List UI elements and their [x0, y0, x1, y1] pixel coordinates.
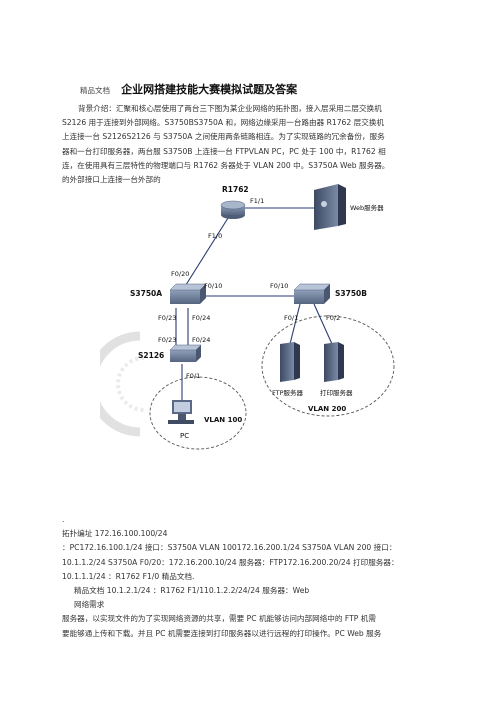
router-label: R1762 — [222, 185, 249, 194]
text-line: 服务器，以实现文件的为了实现网络资源的共享，需要 PC 机能够访问内部网络中的 … — [62, 614, 376, 624]
text-line: 拓扑编址 172.16.100.100/24 — [62, 529, 168, 539]
intro-line: 器和一台打印服务器，两台服 S3750B 上连接一台 FTPVLAN PC，PC… — [62, 146, 386, 156]
port-label: F0/1 — [284, 314, 298, 322]
switch-icon — [293, 283, 331, 304]
text-line: . — [62, 515, 65, 524]
header-prefix: 精品文档 — [80, 86, 110, 95]
intro-line: 背景介绍：汇聚和核心层使用了两台三下图为某企业网络的拓扑图，接入层采用二层交换机 — [78, 104, 382, 113]
vlan200-ellipse — [261, 315, 395, 417]
print-server-label: 打印服务器 — [320, 388, 353, 397]
port-label: F0/24 — [192, 314, 210, 322]
web-server-label: Web服务器 — [350, 203, 384, 212]
port-label: F0/23 — [158, 314, 176, 322]
link-s3750b-print — [313, 303, 333, 345]
vlan100-ellipse — [149, 376, 247, 450]
s3750b-label: S3750B — [335, 289, 367, 298]
decorative-arc — [100, 331, 141, 437]
pc-icon — [168, 400, 194, 424]
vlan200-label: VLAN 200 — [308, 405, 346, 413]
server-icon — [280, 342, 300, 382]
intro-line: 连，在使用具有三层特性的物理端口与 R1762 务器处于 VLAN 200 中。… — [62, 160, 390, 170]
pc-label: PC — [180, 432, 189, 440]
s2126-label: S2126 — [138, 351, 164, 360]
server-icon — [314, 184, 346, 230]
text-line: 10.1.1.1/24 ：R1762 F1/0 精品文档. — [62, 571, 195, 581]
port-label: F1/0 — [208, 232, 222, 240]
text-line: 10.1.1.2/24 S3750A F0/20：172.16.200.10/2… — [62, 557, 399, 567]
server-icon — [324, 342, 344, 382]
port-label: F0/24 — [192, 336, 210, 344]
port-label: F0/1 — [186, 372, 200, 380]
links — [175, 207, 333, 400]
intro-line: 的外部接口上连接一台外部的 — [62, 175, 161, 185]
port-label: F0/10 — [204, 282, 222, 290]
link-router-s3750a — [183, 217, 229, 289]
intro-paragraph: 背景介绍：汇聚和核心层使用了两台三下图为某企业网络的拓扑图，接入层采用二层交换机… — [62, 102, 442, 187]
vlan100-label: VLAN 100 — [204, 416, 242, 424]
document-header: 精品文档 企业网搭建技能大赛模拟试题及答案 — [80, 78, 297, 97]
section-heading: 网络需求 — [74, 600, 105, 610]
body-text: . 拓扑编址 172.16.100.100/24 ：PC172.16.100.1… — [62, 513, 442, 641]
ftp-server-label: FTP服务器 — [272, 388, 304, 397]
port-label: F0/10 — [270, 282, 288, 290]
port-label: F0/23 — [158, 336, 176, 344]
port-label: F0/20 — [171, 270, 189, 278]
text-line: 精品文档 10.1.2.1/24 ：R1762 F1/110.1.2.2/24/… — [74, 586, 310, 596]
text-line: ：PC172.16.100.1/24 接口：S3750A VLAN 100172… — [62, 543, 397, 553]
intro-line: 上连接一台 S2126S2126 与 S3750A 之间使用两条链路相连。为了实… — [62, 132, 385, 142]
text-line: 要能够通上传和下载。并且 PC 机需要连接到打印服务器以进行远程的打印操作。PC… — [62, 628, 382, 638]
switch-icon — [169, 344, 202, 362]
switch-icon — [169, 283, 207, 304]
router-icon — [220, 200, 246, 219]
document-title: 企业网搭建技能大赛模拟试题及答案 — [121, 83, 298, 96]
decorative-arc-inner — [116, 356, 145, 412]
s3750a-label: S3750A — [130, 289, 162, 298]
network-topology-diagram: R1762 F1/1 F1/0 Web服务器 S3750A F0/20 F0/1… — [100, 184, 395, 450]
port-label: F1/1 — [250, 197, 264, 205]
port-label: F0/2 — [326, 314, 340, 322]
link-s3750b-ftp — [289, 303, 301, 345]
intro-line: S2126 用于连接到外部网络。S3750BS3750A 和，网络边缘采用一台路… — [62, 118, 384, 128]
